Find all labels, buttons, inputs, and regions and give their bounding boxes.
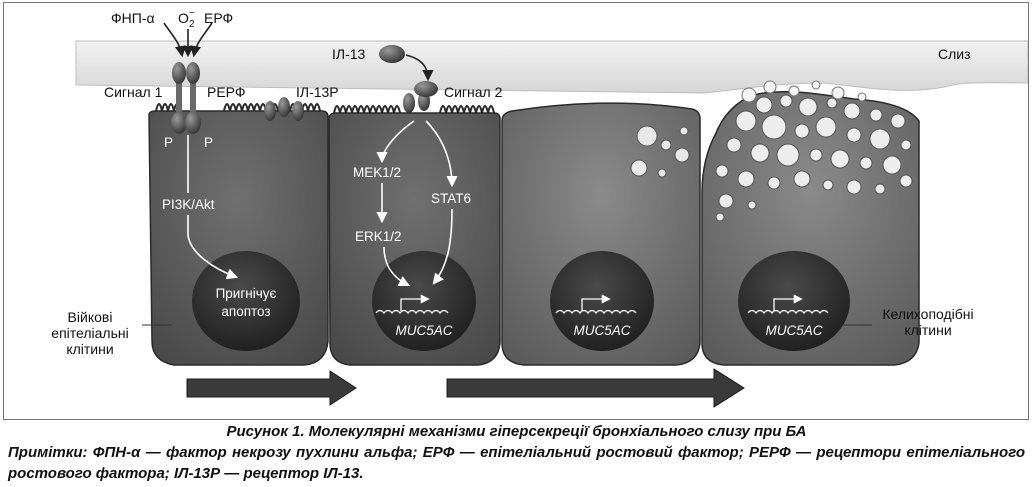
svg-text:O: O [178,10,189,26]
apoptosis-label-line1: Пригнічує [216,286,277,301]
svg-text:2: 2 [189,19,195,30]
caption-notes: Примітки: ФПН-α — фактор некрозу пухлини… [8,444,1025,482]
il13-receptor-complex [403,81,438,113]
caption-title: Рисунок 1. Молекулярні механізми гіперсе… [226,423,807,440]
ligand-arrows [163,22,434,82]
mucus-granules [630,125,690,178]
phospho-label-left: P [164,135,173,150]
signal2-label: Сигнал 2 [444,84,503,100]
ciliated-cell [148,103,329,366]
mek-label: MEK1/2 [353,165,401,180]
muc5ac-label: MUC5AC [573,323,630,338]
mucus-layer [75,40,1028,94]
il13r-label: ІЛ-13Р [296,84,339,100]
apoptosis-label-line2: апоптоз [221,304,270,319]
signal1-label: Сигнал 1 [104,84,163,100]
phospho-label-right: P [204,135,213,150]
mucus-granules [715,94,913,222]
erk-label: ERK1/2 [355,229,402,244]
progression-arrows [186,368,745,408]
ciliated-cells-label-line1: Війкові [68,309,113,325]
o2-label: O − 2 [178,8,195,30]
diagram-canvas: ФНП-α O − 2 ЕРФ ІЛ-13 Слиз Сигнал 1 РЕРФ… [51,8,1028,408]
mucus-label: Слиз [938,46,971,62]
signaling-arrows [187,120,458,287]
nucleus [192,251,300,351]
egfr-receptor [171,62,201,134]
stat6-label: STAT6 [431,191,471,206]
il13-ligand [379,45,405,63]
il13-label: ІЛ-13 [332,46,366,62]
cilia [333,105,495,114]
pi3k-label: PI3K/Akt [162,197,215,212]
muc5ac-label: MUC5AC [395,323,452,338]
svg-text:−: − [189,8,195,19]
egf-label: ЕРФ [204,10,233,26]
ciliated-cells-label-line2: епітеліальні [51,325,128,341]
ciliated-cells-label-line3: клітини [66,341,113,357]
il13r-receptor [264,97,304,121]
egfr-label: РЕРФ [207,84,246,100]
goblet-cell [701,90,920,366]
figure-caption: Рисунок 1. Молекулярні механізми гіперсе… [0,421,1033,484]
muc5ac-label: MUC5AC [765,323,822,338]
gene-transcription [375,294,829,315]
diagram-figure: ФНП-α O − 2 ЕРФ ІЛ-13 Слиз Сигнал 1 РЕРФ… [3,2,1029,420]
goblet-cells-label-line2: клітини [904,322,951,338]
tnf-label: ФНП-α [111,10,155,26]
secreted-mucus-bubbles [741,80,867,103]
goblet-cells-label-line1: Келихоподібні [882,306,973,322]
